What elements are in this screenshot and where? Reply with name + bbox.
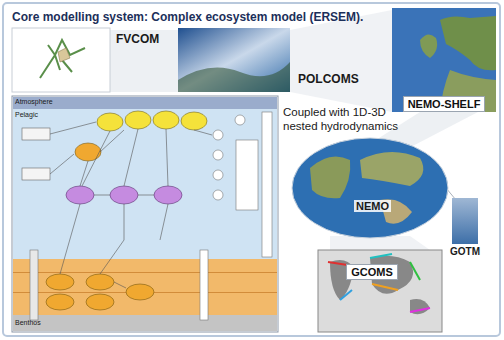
model-name: GOTM	[450, 246, 480, 257]
layer-name: Atmosphere	[15, 98, 53, 105]
map-label-box: NEMO-SHELF	[403, 96, 486, 112]
model-name: POLCOMS	[298, 72, 359, 86]
layer-name: Benthos	[15, 319, 41, 326]
model-name: NEMO	[354, 200, 391, 212]
note-text: Coupled with 1D-3D nested hydrodynamics	[283, 106, 401, 134]
model-name: FVCOM	[116, 32, 159, 46]
box-label: GCOMS	[351, 266, 393, 278]
diagram-title: Core modelling system: Complex ecosystem…	[12, 10, 363, 24]
layer-name: Pelagic	[15, 111, 38, 118]
box-label: NEMO-SHELF	[408, 98, 481, 110]
map-label-box: GCOMS	[346, 264, 398, 280]
